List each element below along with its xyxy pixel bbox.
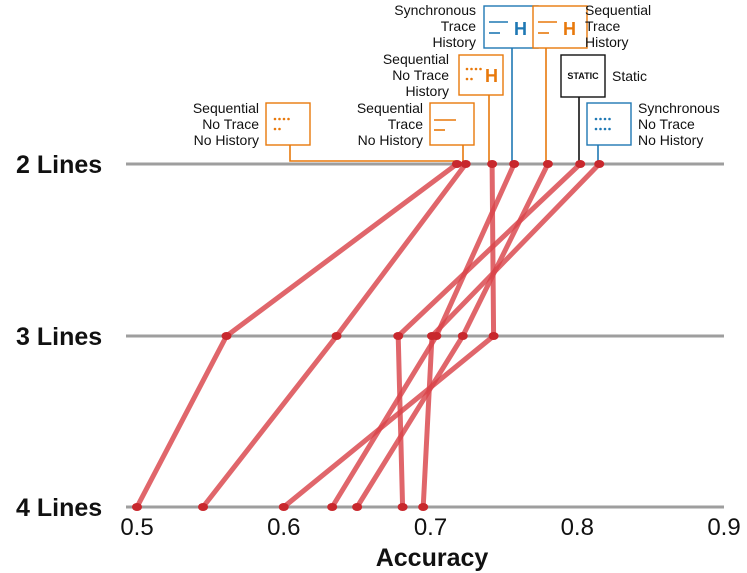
x-tick-label: 0.7 [414,514,447,541]
trace-dot [594,117,598,121]
legend-label: Sequential [383,51,449,67]
legend-label: Trace [388,116,423,132]
x-axis-title: Accuracy [376,544,489,572]
data-point [397,503,408,511]
data-point [393,332,404,340]
trace-dot [278,127,281,131]
data-point [509,160,520,168]
data-point [487,160,498,168]
data-point [575,160,586,168]
trace-dot [603,117,607,121]
trace-history-icon: H [538,19,576,39]
legend-label: Trace [585,18,620,34]
x-tick-label: 0.9 [707,514,740,541]
legend-label: Static [612,68,647,84]
trace-dot [608,117,611,121]
data-point [327,503,338,511]
legend-box [560,54,606,98]
legend-label: No History [358,132,423,148]
data-point [331,332,342,340]
legend-label: History [432,34,476,50]
trace-dot [273,127,277,131]
legend-label: Synchronous [394,2,476,18]
legend-label: Trace [441,18,476,34]
legend-label: Sequential [193,100,259,116]
history-glyph: H [514,19,527,39]
legend-box [586,102,632,146]
legend-label: Synchronous [638,100,720,116]
trace-dot [603,127,607,131]
row-label: 3 Lines [16,323,102,351]
legend-item-static: STATIC Static [560,54,647,98]
legend-label: No History [638,132,703,148]
data-point [278,503,289,511]
legend: HSynchronousTraceHistoryHSequentialTrace… [193,2,720,148]
trace-dot [474,67,478,71]
history-glyph: H [563,19,576,39]
row-label: 4 Lines [16,494,102,522]
legend-box [532,5,588,49]
trace-dot [608,127,611,131]
legend-label: No History [194,132,259,148]
trace-dot [287,117,290,121]
trace-dot [470,77,473,81]
x-tick-label: 0.5 [120,514,153,541]
trace-icon [434,119,456,131]
trace-dot [273,117,277,121]
legend-label: History [405,83,449,99]
trace-dot [594,127,598,131]
data-points [132,160,605,511]
trace-dot [599,117,602,121]
static-word: STATIC [567,71,599,81]
data-point [451,160,462,168]
legend-label: Sequential [357,100,423,116]
x-tick-label: 0.8 [561,514,594,541]
legend-box [265,102,311,146]
legend-label: No Trace [392,67,449,83]
trace-dot [465,67,469,71]
data-point [460,160,471,168]
row-labels: 2 Lines 3 Lines 4 Lines [16,151,102,522]
dots-icon [594,117,611,131]
trace-dot [599,127,602,131]
trace-dot [470,67,473,71]
data-point [488,332,499,340]
data-point [457,332,468,340]
data-point [132,503,142,511]
legend-box [483,5,539,49]
x-tick-label: 0.6 [267,514,300,541]
history-glyph: H [485,66,498,86]
data-point [594,160,605,168]
trace-history-icon: H [489,19,527,39]
trace-dot [479,67,482,71]
data-point [221,332,232,340]
dots-history-icon: H [465,66,498,86]
row-label: 2 Lines [16,151,102,179]
data-point [198,503,209,511]
data-point [426,332,437,340]
dots-icon [273,117,290,131]
data-point [542,160,553,168]
data-point [418,503,429,511]
x-axis-ticks: 0.5 0.6 0.7 0.8 0.9 [120,514,740,541]
data-point [352,503,363,511]
legend-label: No Trace [202,116,259,132]
trace-dot [282,117,286,121]
static-icon: STATIC [567,71,599,81]
legend-label: No Trace [638,116,695,132]
legend-label: History [585,34,629,50]
trace-dot [465,77,469,81]
legend-box [458,54,504,96]
trace-dot [278,117,281,121]
legend-label: Sequential [585,2,651,18]
legend-box [429,102,475,146]
